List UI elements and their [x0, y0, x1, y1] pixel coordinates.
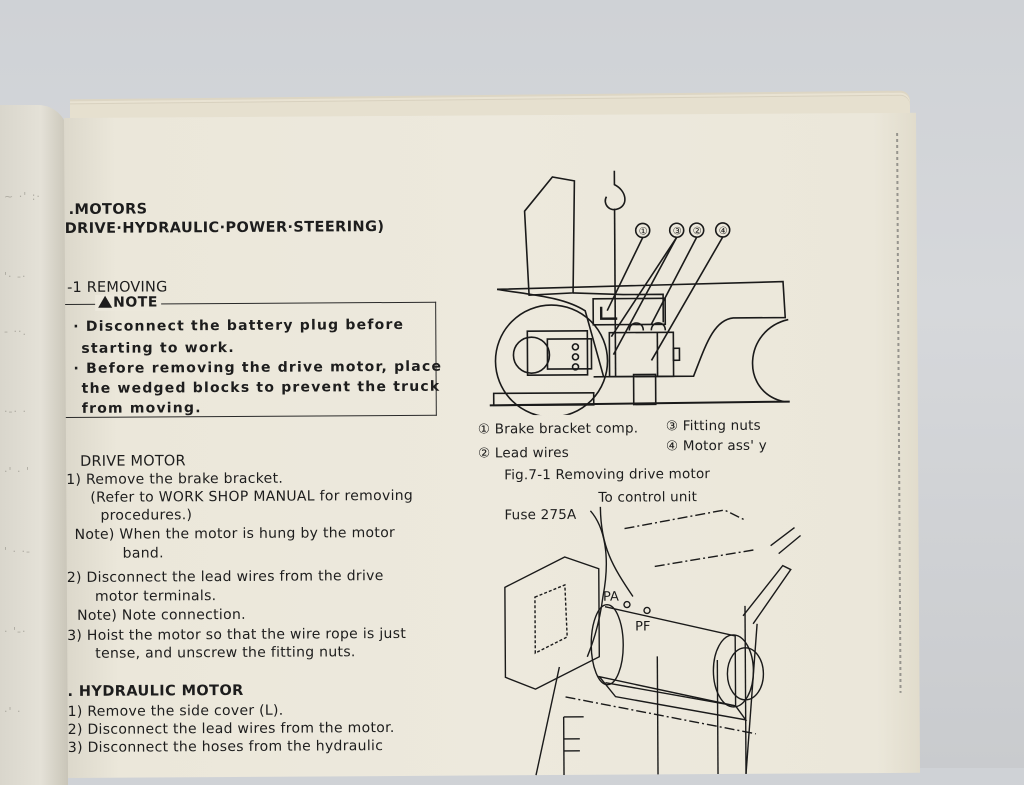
warning-triangle-icon	[98, 296, 112, 308]
drive-step-1: 1) Remove the brake bracket.	[66, 471, 283, 488]
figure-7-1-truck-diagram: ① ③ ② ④	[482, 170, 793, 416]
svg-text:③: ③	[673, 226, 682, 237]
note-title-text: NOTE	[113, 294, 158, 310]
note-item-2-cont2: from moving.	[82, 400, 202, 417]
perforation-line	[896, 133, 901, 693]
drive-motor-heading: DRIVE MOTOR	[80, 453, 186, 470]
control-unit-label: To control unit	[598, 489, 697, 506]
drive-step-1-ref-cont: procedures.)	[100, 507, 192, 524]
svg-text:④: ④	[719, 226, 728, 237]
note-item-1-cont: starting to work.	[81, 340, 235, 357]
note-box: NOTE · Disconnect the battery plug befor…	[65, 302, 437, 418]
drive-note-1-cont: band.	[123, 545, 164, 561]
figure-7-1-caption: Fig.7-1 Removing drive motor	[504, 466, 710, 483]
legend-item-1: ① Brake bracket comp.	[478, 420, 638, 437]
legend-item-2: ② Lead wires	[478, 445, 569, 462]
drive-note-2: Note) Note connection.	[77, 607, 246, 624]
drive-step-3-cont: tense, and unscrew the fitting nuts.	[95, 644, 355, 662]
drive-step-3: 3) Hoist the motor so that the wire rope…	[67, 626, 406, 644]
svg-text:PA: PA	[603, 590, 619, 605]
left-page: ~ ·' :· '· -· - ··. ·-· · ·' · ' ' · ·- …	[0, 105, 68, 785]
drive-step-2: 2) Disconnect the lead wires from the dr…	[67, 568, 384, 586]
hydraulic-step-2: 2) Disconnect the lead wires from the mo…	[68, 720, 395, 738]
hydraulic-step-3: 3) Disconnect the hoses from the hydraul…	[68, 738, 383, 756]
figure-7-2-motor-wiring-diagram: PA PF	[494, 505, 806, 777]
legend-item-4: ④ Motor ass' y	[666, 438, 767, 455]
note-heading: NOTE	[95, 294, 161, 310]
svg-text:①: ①	[639, 226, 648, 237]
section-title: .MOTORS	[69, 201, 148, 217]
drive-step-1-ref: (Refer to WORK SHOP MANUAL for removing	[90, 488, 413, 506]
svg-text:PF: PF	[635, 619, 650, 634]
note-item-2-cont: the wedged blocks to prevent the truck	[82, 379, 441, 397]
hydraulic-motor-heading: . HYDRAULIC MOTOR	[67, 683, 243, 700]
svg-text:②: ②	[693, 226, 702, 237]
manual-page: .MOTORS DRIVE·HYDRAULIC·POWER·STEERING) …	[64, 113, 920, 778]
legend-item-3: ③ Fitting nuts	[666, 418, 761, 435]
note-item-2: · Before removing the drive motor, place	[73, 359, 442, 377]
drive-note-1: Note) When the motor is hung by the moto…	[74, 525, 395, 543]
drive-step-2-cont: motor terminals.	[95, 588, 217, 605]
note-item-1: · Disconnect the battery plug before	[73, 317, 404, 335]
section-subtitle: DRIVE·HYDRAULIC·POWER·STEERING)	[65, 219, 385, 237]
hydraulic-step-1: 1) Remove the side cover (L).	[68, 703, 284, 720]
